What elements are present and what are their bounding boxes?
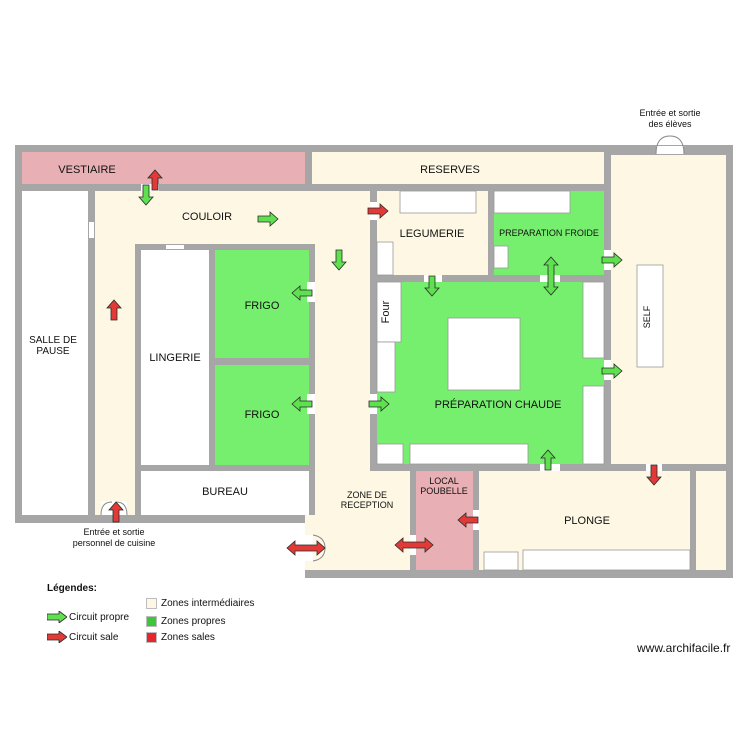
room-salle-de-pause [22, 191, 88, 515]
arrow-propre-frigo-1-icon [291, 285, 313, 301]
label-lingerie: LINGERIE [149, 352, 200, 364]
label-frigo-1: FRIGO [245, 300, 280, 312]
arrow-propre-prep-froide-icon [543, 256, 559, 296]
circuit-arrows [106, 169, 662, 556]
arrow-sale-entree-icon [108, 501, 124, 523]
label-preparation-froide: PREPARATION FROIDE [499, 228, 599, 238]
legend-zones-sales: Zones sales [161, 632, 215, 643]
label-preparation-chaude: PRÉPARATION CHAUDE [435, 398, 562, 411]
arrow-propre-couloir-icon [257, 211, 279, 227]
label-zone-reception-2: RECEPTION [341, 500, 394, 510]
room-zone-reception [315, 282, 410, 570]
label-self: SELF [642, 305, 652, 328]
label-reserves: RESERVES [420, 164, 480, 176]
legend-title: Légendes: [47, 583, 98, 594]
arrow-propre-frigo-2-icon [291, 396, 313, 412]
entry-personnel-line2: personnel de cuisine [72, 538, 156, 548]
room-reserves [312, 152, 604, 184]
arrow-sale-reception-icon [286, 540, 326, 556]
arrow-propre-self-1-icon [601, 252, 623, 268]
label-vestiaire: VESTIAIRE [58, 164, 115, 176]
entry-eleves-line1: Entrée et sortie [639, 108, 701, 118]
arrow-sale-plonge-icon [457, 512, 479, 528]
furniture [376, 190, 691, 571]
label-salle-de-pause-2: PAUSE [36, 346, 69, 357]
label-plonge: PLONGE [564, 515, 610, 527]
arrow-propre-couloir-down-icon [331, 249, 347, 271]
arrow-sale-legumerie-icon [367, 203, 389, 219]
arrow-sale-self-icon [646, 464, 662, 486]
label-bureau: BUREAU [202, 486, 248, 498]
entry-personnel-label: Entrée et sortie personnel de cuisine [55, 527, 173, 549]
credit-link[interactable]: www.archifacile.fr [637, 641, 731, 655]
legend-intermediate-swatch [146, 598, 157, 609]
label-local-poubelle-2: POUBELLE [420, 486, 468, 496]
room-bureau [141, 471, 309, 515]
room-self [611, 155, 726, 570]
arrow-propre-vestiaire-icon [138, 184, 154, 206]
label-legumerie: LEGUMERIE [400, 228, 465, 240]
legend-dirty-arrow-icon [47, 631, 67, 643]
label-salle-de-pause-1: SALLE DE [29, 335, 77, 346]
label-local-poubelle-1: LOCAL [429, 476, 459, 486]
label-couloir: COULOIR [182, 211, 232, 223]
arrow-sale-vestiaire-icon [147, 169, 163, 191]
arrow-propre-self-2-icon [601, 363, 623, 379]
room-lingerie [141, 250, 209, 465]
entry-personnel-line1: Entrée et sortie [83, 527, 145, 537]
entry-eleves-label: Entrée et sortie des élèves [616, 108, 724, 130]
arrow-propre-plonge-icon [540, 449, 556, 471]
entry-eleves-line2: des élèves [648, 119, 692, 129]
arrow-propre-prep-chaude-icon [368, 396, 390, 412]
arrow-propre-legumerie-icon [424, 275, 440, 297]
room-frigo-1 [215, 250, 309, 358]
label-frigo-2: FRIGO [245, 409, 280, 421]
room-frigo-2 [215, 365, 309, 465]
legend-zones-intermediaires: Zones intermédiaires [161, 598, 255, 609]
legend-zones-propres: Zones propres [161, 616, 226, 627]
label-four: Four [380, 300, 392, 323]
room-vestiaire [22, 152, 305, 184]
arrow-sale-poubelle-icon [394, 537, 434, 553]
legend-clean-arrow-icon [47, 611, 67, 623]
legend-clean-swatch [146, 616, 157, 627]
legend-circuit-sale: Circuit sale [69, 632, 119, 643]
door-eleves [655, 135, 685, 155]
legend-dirty-swatch [146, 632, 157, 643]
label-zone-reception-1: ZONE DE [347, 490, 387, 500]
arrow-sale-couloir-icon [106, 299, 122, 321]
legend-circuit-propre: Circuit propre [69, 612, 130, 623]
